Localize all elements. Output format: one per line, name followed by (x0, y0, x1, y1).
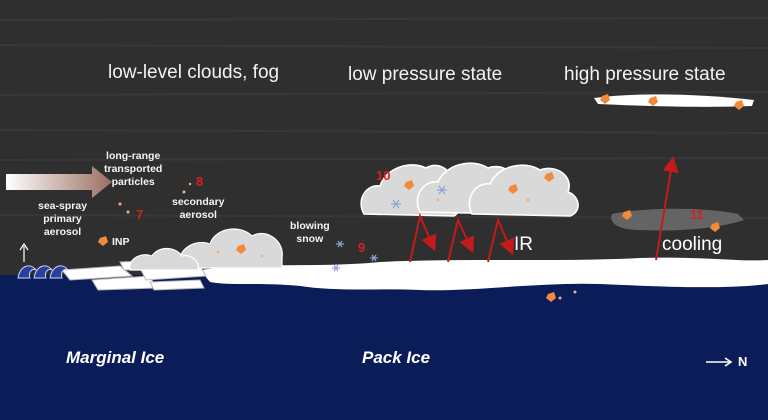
label-blowing-snow-line2: snow (296, 233, 324, 245)
cloud-marginal (129, 228, 283, 271)
fog-band (611, 208, 744, 231)
number-7: 7 (136, 207, 144, 222)
pack-ice-surface (200, 257, 768, 291)
number-8: 8 (196, 174, 204, 189)
label-ir: IR (514, 234, 533, 255)
number-11: 11 (690, 207, 704, 222)
label-sea-spray-line1: sea-spray (38, 200, 88, 212)
label-sea-spray: sea-spray primary aerosol (38, 200, 87, 239)
ir-arrows (409, 156, 679, 263)
heading-clouds-fog: low-level clouds, fog (108, 62, 280, 83)
label-secondary-line1: secondary (172, 196, 225, 208)
label-long-range-line3: particles (111, 176, 155, 188)
north-label: N (738, 354, 748, 369)
heading-high-pressure: high pressure state (564, 64, 726, 85)
low-pressure-clouds (360, 162, 579, 217)
snowflake-icons (332, 185, 447, 272)
number-9: 9 (358, 240, 366, 255)
label-secondary-aerosol: secondary aerosol (172, 196, 225, 222)
region-pack-ice: Pack Ice (362, 348, 431, 367)
number-10: 10 (376, 168, 391, 183)
particles (98, 94, 744, 302)
transport-arrow (6, 166, 112, 198)
aerosol-dots (118, 182, 577, 300)
region-marginal-ice: Marginal Ice (66, 348, 165, 367)
label-secondary-line2: aerosol (179, 209, 217, 221)
label-long-range-line2: transported (104, 163, 163, 175)
high-cloud (594, 94, 754, 107)
label-long-range: long-range transported particles (104, 150, 162, 189)
label-sea-spray-line3: aerosol (43, 226, 82, 238)
heading-low-pressure: low pressure state (348, 64, 503, 85)
wave-icons (17, 265, 69, 279)
label-blowing-snow-line1: blowing (290, 220, 330, 232)
label-inp: INP (112, 236, 130, 248)
sky-background (0, 17, 768, 219)
label-cooling: cooling (662, 234, 723, 255)
label-blowing-snow: blowing snow (290, 220, 330, 246)
label-long-range-line1: long-range (106, 150, 161, 162)
ocean (0, 275, 768, 420)
label-sea-spray-line2: primary (43, 213, 82, 225)
